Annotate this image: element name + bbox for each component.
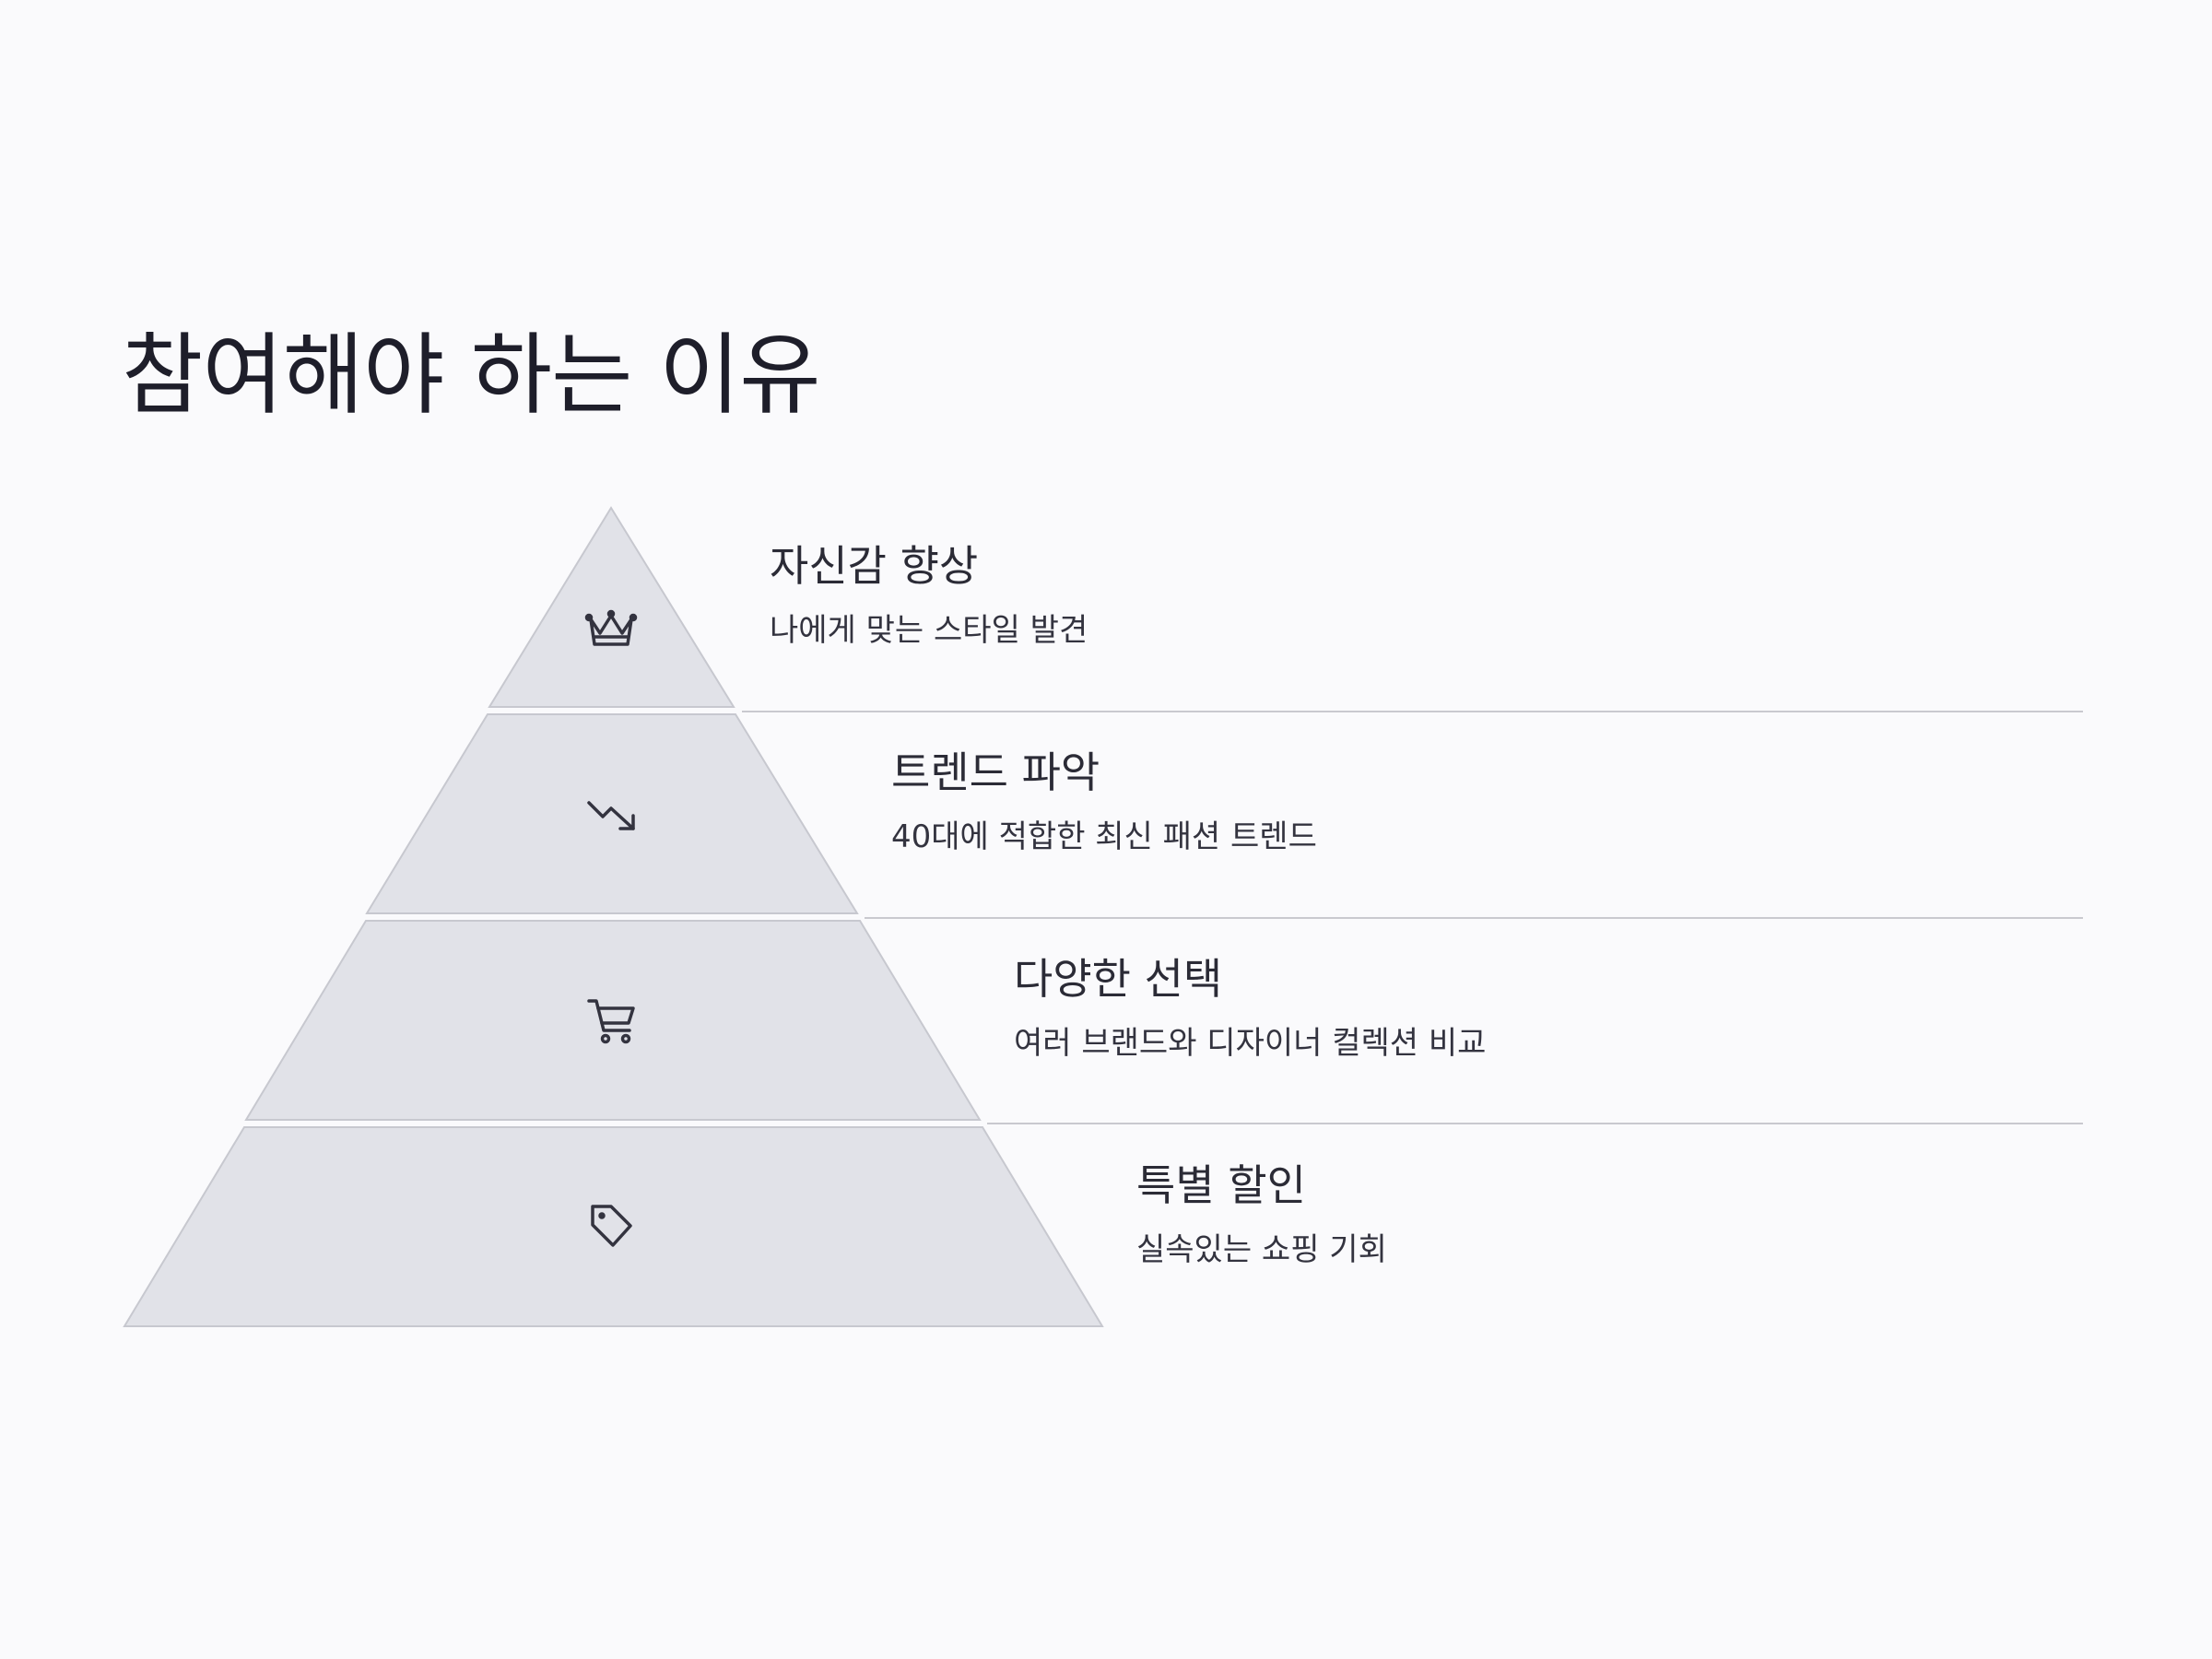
crown-icon bbox=[584, 609, 638, 646]
layer-1-description: 나에게 맞는 스타일 발견 bbox=[770, 612, 1088, 650]
pyramid-layer-3-shape bbox=[244, 920, 982, 1121]
pyramid-layer-1 bbox=[488, 506, 735, 708]
layer-4-description: 실속있는 쇼핑 기회 bbox=[1136, 1231, 1387, 1269]
layer-1-heading: 자신감 향상 bbox=[770, 541, 979, 591]
layer-4-text: 특별 할인 실속있는 쇼핑 기회 bbox=[1136, 1160, 1387, 1270]
pyramid-layer-3 bbox=[244, 920, 982, 1121]
layer-1-text: 자신감 향상 나에게 맞는 스타일 발견 bbox=[770, 541, 1088, 651]
layer-3-text: 다양한 선택 여러 브랜드와 디자이너 컬렉션 비교 bbox=[1014, 954, 1486, 1064]
pyramid-layer-4 bbox=[123, 1126, 1104, 1327]
layer-3-heading: 다양한 선택 bbox=[1014, 954, 1223, 1004]
layer-4-heading: 특별 할인 bbox=[1136, 1160, 1306, 1210]
layer-2-text: 트렌드 파악 40대에 적합한 최신 패션 트렌드 bbox=[891, 747, 1317, 857]
layer-3-description: 여러 브랜드와 디자이너 컬렉션 비교 bbox=[1014, 1025, 1487, 1063]
pyramid-layer-4-shape bbox=[123, 1126, 1104, 1327]
pyramid-layer-1-shape bbox=[488, 506, 735, 708]
tag-icon bbox=[591, 1205, 632, 1247]
layer-2-description: 40대에 적합한 최신 패션 트렌드 bbox=[891, 818, 1317, 856]
trend-down-icon bbox=[587, 801, 635, 830]
pyramid-layer-2 bbox=[365, 713, 859, 914]
pyramid-layer-2-shape bbox=[365, 713, 859, 914]
shopping-cart-icon bbox=[587, 999, 635, 1044]
layer-2-heading: 트렌드 파악 bbox=[891, 747, 1100, 797]
page-title: 참여해야 하는 이유 bbox=[122, 324, 821, 427]
